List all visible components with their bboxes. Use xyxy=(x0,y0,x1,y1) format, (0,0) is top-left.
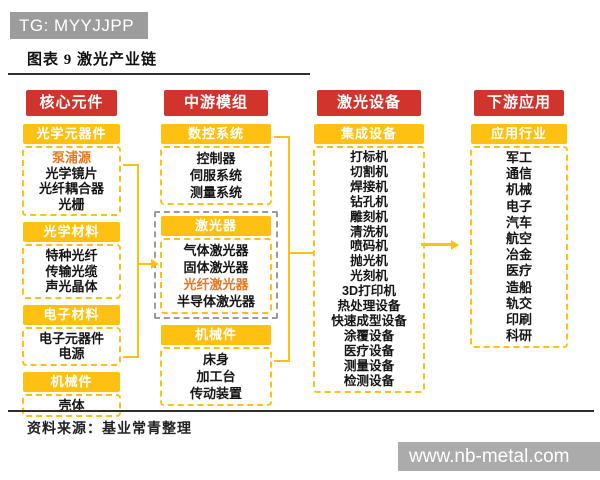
source-note: 资料来源：基业常青整理 xyxy=(27,422,192,437)
section-midstream-modules-2: 机械件床身加工台传动装置 xyxy=(160,325,272,406)
connector-bracket-modules-to-equipment xyxy=(274,136,290,362)
item: 清洗机 xyxy=(350,224,388,239)
section-label: 机械件 xyxy=(23,371,120,392)
item: 轨交 xyxy=(505,295,532,311)
section-label: 电子材料 xyxy=(23,304,120,325)
item: 医疗设备 xyxy=(343,343,395,358)
item: 床身 xyxy=(202,352,229,367)
connector-line-core-to-laser xyxy=(137,263,152,265)
items-box: 控制器伺服系统测量系统 xyxy=(160,146,272,205)
column-header-midstream-modules: 中游模组 xyxy=(164,90,268,116)
item: 光纤激光器 xyxy=(183,277,249,292)
item: 打标机 xyxy=(350,150,388,164)
item: 涂覆设备 xyxy=(343,328,395,343)
item: 航空 xyxy=(505,231,532,247)
item: 热处理设备 xyxy=(337,299,401,314)
connector-line-modules-to-equipment xyxy=(288,252,313,254)
column-core-components: 核心元件 光学元器件泵浦源光学镜片光纤耦合器光栅光学材料特种光纤传输光缆声光晶体… xyxy=(22,90,121,423)
item: 声光晶体 xyxy=(45,279,98,294)
column-header-core-components: 核心元件 xyxy=(26,90,117,116)
item: 3D打印机 xyxy=(342,284,396,299)
section-label: 集成设备 xyxy=(314,124,424,144)
item: 传动装置 xyxy=(189,386,242,401)
item: 测量设备 xyxy=(343,358,395,373)
items-box: 泵浦源光学镜片光纤耦合器光栅 xyxy=(22,146,121,216)
item: 科研 xyxy=(505,328,532,344)
figure-title: 图表 9 激光产业链 xyxy=(8,46,310,75)
item: 冶金 xyxy=(505,247,532,263)
arrow-icon xyxy=(151,259,159,269)
section-downstream-applications-0: 应用行业军工通信机械电子汽车航空冶金医疗造船轨交印刷科研 xyxy=(470,124,568,349)
item: 军工 xyxy=(505,150,532,165)
item: 抛光机 xyxy=(350,254,388,269)
column-header-laser-equipment: 激光设备 xyxy=(317,90,421,116)
item: 快速成型设备 xyxy=(331,313,407,328)
item: 造船 xyxy=(505,279,532,295)
item: 光栅 xyxy=(58,196,85,212)
item: 气体激光器 xyxy=(183,243,249,258)
section-core-components-2: 电子材料电子元器件电源 xyxy=(22,304,121,366)
source-divider xyxy=(8,410,594,412)
section-label: 机械件 xyxy=(161,325,271,345)
section-core-components-0: 光学元器件泵浦源光学镜片光纤耦合器光栅 xyxy=(22,124,121,216)
item: 机械 xyxy=(505,182,532,198)
arrow-icon xyxy=(451,239,459,250)
item: 测量系统 xyxy=(189,185,242,200)
section-midstream-modules-0: 数控系统控制器伺服系统测量系统 xyxy=(160,124,272,205)
item: 印刷 xyxy=(505,312,532,328)
item: 通信 xyxy=(505,166,532,182)
column-body: 数控系统控制器伺服系统测量系统激光器气体激光器固体激光器光纤激光器半导体激光器机… xyxy=(154,124,278,406)
item: 壳体 xyxy=(58,397,85,413)
section-label: 激光器 xyxy=(161,216,271,236)
item: 光学镜片 xyxy=(45,165,98,181)
item: 泵浦源 xyxy=(51,150,91,165)
section-label: 光学材料 xyxy=(23,222,120,242)
item: 光刻机 xyxy=(350,269,388,284)
item: 切割机 xyxy=(350,164,388,179)
item: 电源 xyxy=(58,346,85,361)
tg-channel-banner: TG: MYYJJPP xyxy=(10,12,148,39)
items-box: 床身加工台传动装置 xyxy=(160,347,272,406)
connector-line-equipment-to-applications xyxy=(421,243,453,246)
items-box: 特种光纤传输光缆声光晶体 xyxy=(22,244,121,299)
item: 伺服系统 xyxy=(189,168,242,183)
column-midstream-modules: 中游模组 数控系统控制器伺服系统测量系统激光器气体激光器固体激光器光纤激光器半导… xyxy=(154,90,278,412)
item: 控制器 xyxy=(196,151,236,166)
items-box: 气体激光器固体激光器光纤激光器半导体激光器 xyxy=(160,238,272,314)
items-box: 电子元器件电源 xyxy=(22,326,121,366)
item: 固体激光器 xyxy=(183,260,249,275)
item: 半导体激光器 xyxy=(176,294,255,309)
column-header-downstream-applications: 下游应用 xyxy=(474,90,564,116)
item: 加工台 xyxy=(196,369,236,384)
section-midstream-modules-1: 激光器气体激光器固体激光器光纤激光器半导体激光器 xyxy=(154,211,278,319)
items-box: 壳体 xyxy=(22,393,121,417)
site-watermark: www.nb-metal.com xyxy=(398,442,600,471)
items-box: 军工通信机械电子汽车航空冶金医疗造船轨交印刷科研 xyxy=(470,146,568,349)
item: 医疗 xyxy=(505,263,532,279)
item: 电子 xyxy=(505,198,532,214)
connector-bracket-core-to-laser xyxy=(123,164,139,358)
item: 光纤耦合器 xyxy=(38,181,104,196)
item: 汽车 xyxy=(505,214,532,230)
item: 电子元器件 xyxy=(38,330,104,346)
item: 检测设备 xyxy=(343,373,395,388)
item: 传输光缆 xyxy=(45,263,98,279)
section-label: 光学元器件 xyxy=(23,124,120,144)
item: 雕刻机 xyxy=(350,209,388,224)
section-label: 数控系统 xyxy=(161,124,271,144)
item: 焊接机 xyxy=(350,179,388,194)
item: 特种光纤 xyxy=(45,248,98,263)
column-body: 应用行业军工通信机械电子汽车航空冶金医疗造船轨交印刷科研 xyxy=(470,124,568,349)
column-downstream-applications: 下游应用 应用行业军工通信机械电子汽车航空冶金医疗造船轨交印刷科研 xyxy=(470,90,568,354)
item: 喷码机 xyxy=(350,239,388,254)
section-core-components-1: 光学材料特种光纤传输光缆声光晶体 xyxy=(22,222,121,299)
column-body: 光学元器件泵浦源光学镜片光纤耦合器光栅光学材料特种光纤传输光缆声光晶体电子材料电… xyxy=(22,124,121,417)
item: 钻孔机 xyxy=(350,194,388,209)
section-label: 应用行业 xyxy=(471,124,567,144)
